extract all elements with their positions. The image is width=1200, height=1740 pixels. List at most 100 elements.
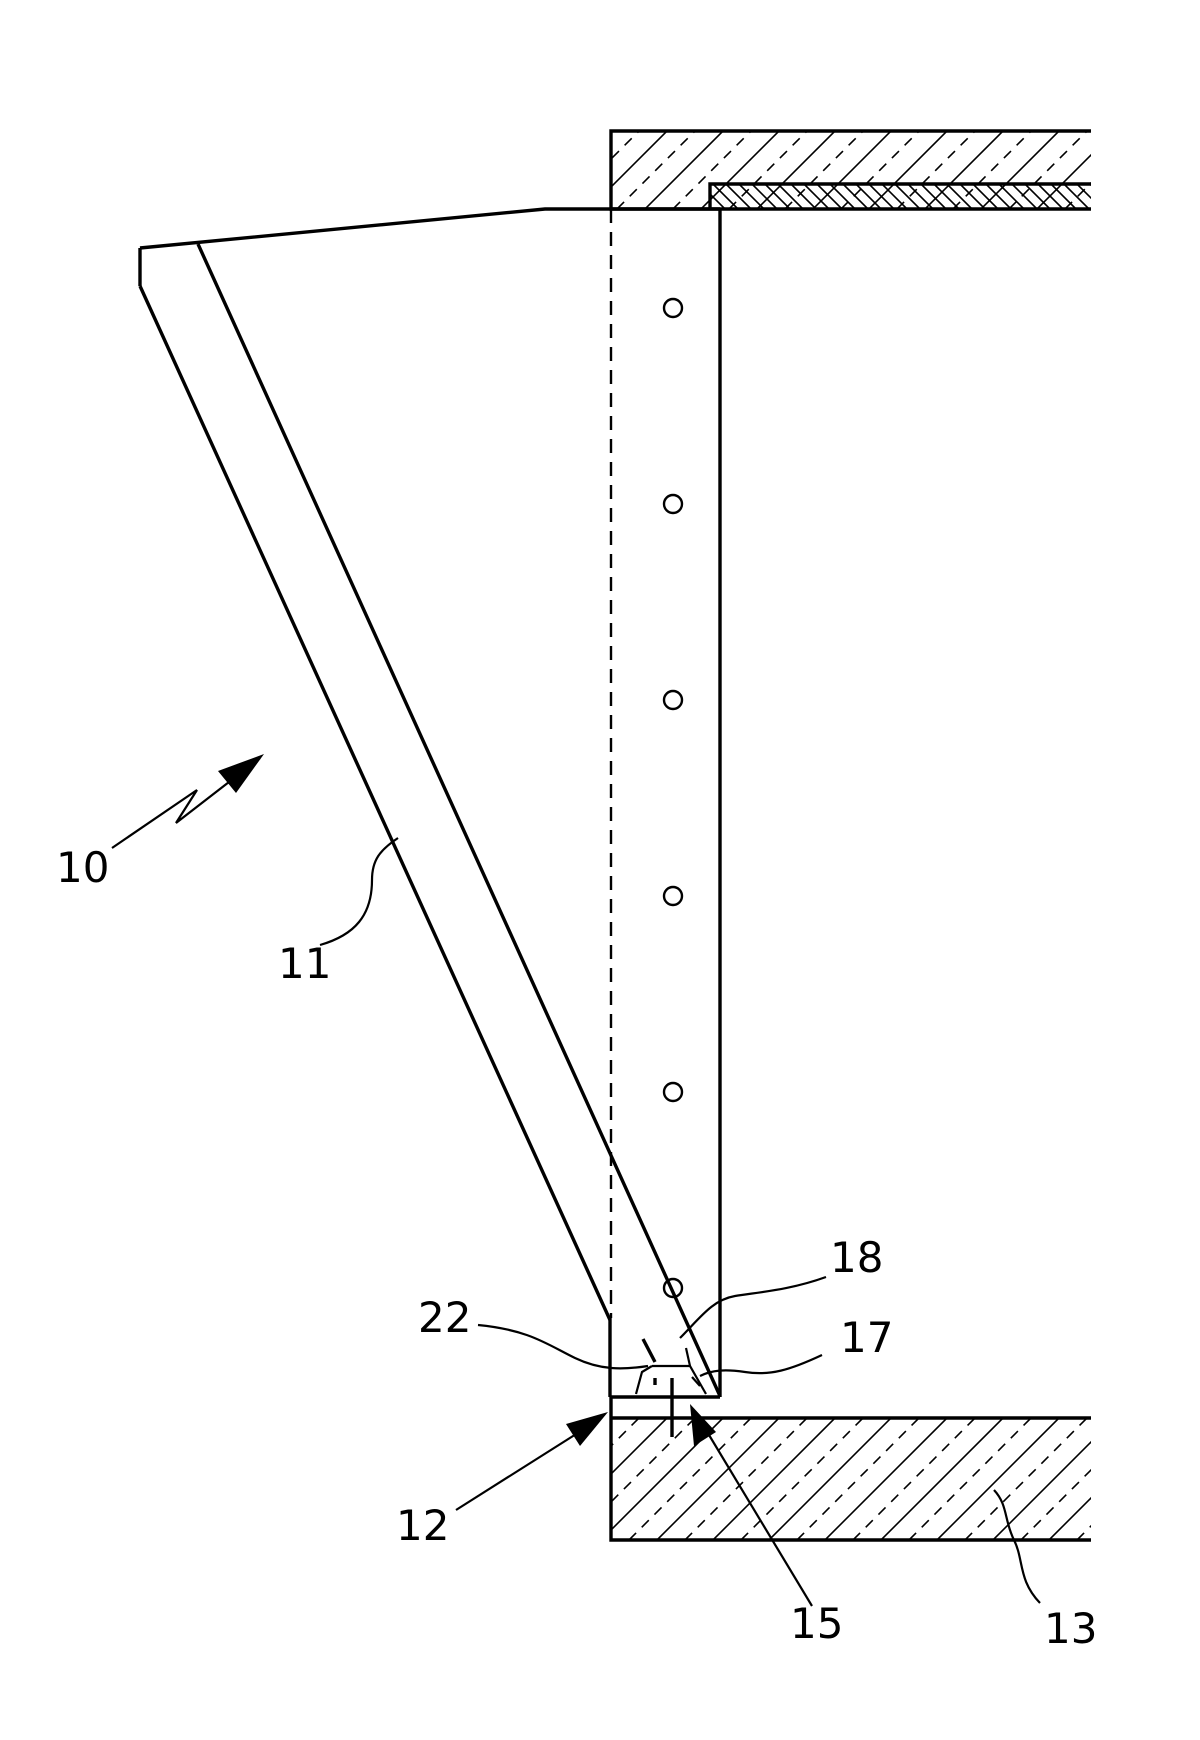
hatch-line [796,1418,920,1540]
label-10: 10 [56,843,109,892]
hatch-line [1020,1468,1091,1540]
hatch-line [816,184,843,209]
hatch-line [998,184,1025,209]
hatch-line [842,184,869,209]
hatch-line [1076,1524,1091,1540]
hatch-line [803,184,830,209]
hatch-line [756,131,836,208]
hatch-line [784,131,864,208]
base-detail [609,1338,1091,1437]
hatch-line [611,1418,668,1476]
hatch-line [728,131,808,208]
hatch-line [1024,184,1051,209]
upper-finish-strip [710,184,1128,209]
hatch-line [1093,131,1171,209]
hatch-line [1189,1418,1200,1540]
hatch-line [1161,1418,1200,1540]
hatch-line [985,184,1012,209]
hatch-line [959,184,986,209]
hatch-line [740,1418,864,1540]
hatch-line [725,184,752,209]
hatch-line [656,1418,780,1540]
hatch-line [611,131,612,133]
hatch-line [933,184,960,209]
hatch-line [1133,1418,1200,1540]
hatch-line [738,184,765,209]
hatch-line [644,131,724,208]
hatch-line [952,131,1032,208]
hatch-line [992,1440,1091,1540]
hatch-line [907,184,934,209]
label-22: 22 [418,1293,471,1342]
hatch-line [1076,184,1091,200]
hatch-line [852,1418,976,1540]
anchor-hole [662,1081,684,1103]
hatch-line [946,184,973,209]
hatch-line [1149,131,1200,209]
hatch-line [894,184,921,209]
hatch-line [1048,1496,1091,1540]
hatch-line [972,184,999,209]
hatch-line [768,1418,892,1540]
label-17: 17 [840,1313,893,1362]
anchor-hole [662,297,684,319]
label-13: 13 [1044,1604,1097,1653]
hatch-line [920,184,947,209]
hatch-line [611,131,668,189]
hatch-line [896,131,976,208]
hatch-line [616,131,696,208]
arrow-12 [566,1412,608,1446]
hatch-line [1063,184,1090,209]
arrow-10 [218,754,264,793]
hatch-line [980,131,1060,208]
hatch-line [712,1418,836,1540]
anchor-hole [662,1277,684,1299]
hatch-line [936,1418,1060,1540]
hatch-line [908,1418,1032,1540]
hatch-line [777,184,804,209]
label-15: 15 [790,1599,843,1648]
hatch-line [1105,1418,1200,1540]
anchor-hole [662,689,684,711]
reference-labels: 10 11 12 13 15 17 18 22 [56,843,1097,1653]
hatch-line [611,1418,696,1504]
label-11: 11 [278,939,331,988]
arrow-15 [690,1404,716,1446]
hatch-line [868,184,895,209]
anchor-holes [662,297,684,1299]
hatch-line [880,1418,1004,1540]
anchor-hole [662,493,684,515]
hatch-line [1103,184,1128,209]
hatch-line [824,1418,948,1540]
hatch-line [764,184,791,209]
hatch-line [1121,131,1199,209]
hatch-line [611,131,640,161]
hatch-line [628,1418,752,1540]
hatch-line [700,131,780,208]
hatch-line [829,184,856,209]
hatch-line [1089,184,1091,187]
upper-slab [609,129,1200,211]
hatch-line [712,184,739,209]
label-18: 18 [830,1233,883,1282]
hatch-line [751,184,778,209]
label-12: 12 [396,1501,449,1550]
lower-slab [609,1418,1200,1542]
hatch-line [1008,131,1088,208]
hatch-line [790,184,817,209]
hatch-line [924,131,1004,208]
hatch-line [611,1418,612,1420]
hatch-line [1050,184,1077,209]
hatch-line [855,184,882,209]
hatch-line [672,131,752,208]
window-frame [138,207,722,1399]
hatch-line [1064,181,1091,208]
hatch-line [812,131,892,208]
anchor-hole [662,885,684,907]
hatch-line [1011,184,1038,209]
hatch-line [710,192,726,209]
leader-lines [111,754,1041,1607]
hatch-line [964,1418,1088,1540]
hatch-line [1037,184,1064,209]
